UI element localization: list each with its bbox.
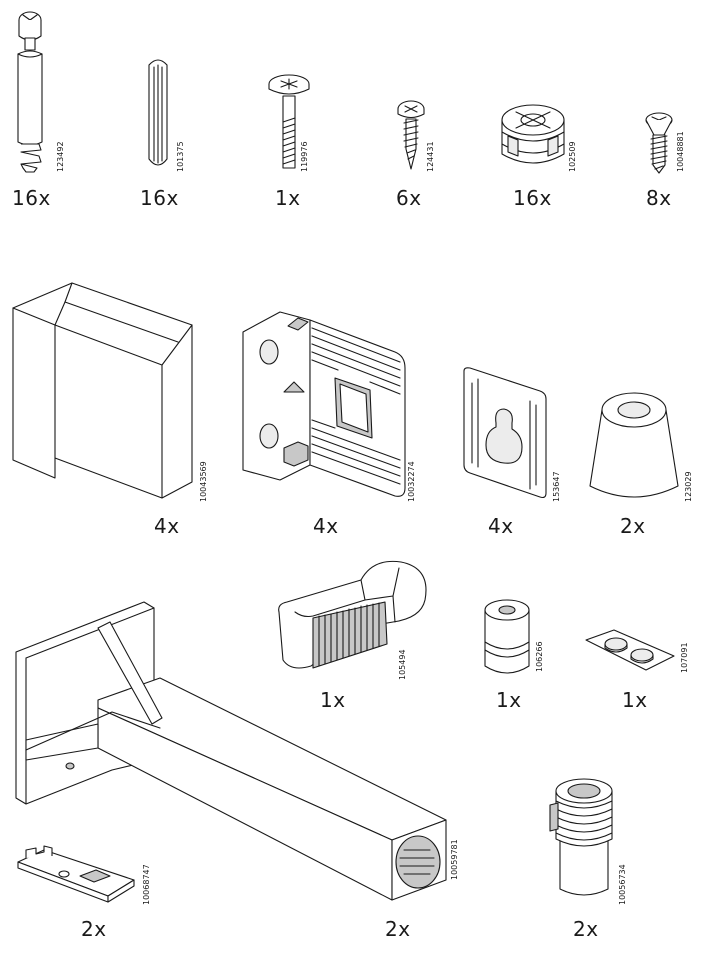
short-screw-icon — [643, 111, 675, 177]
part-quantity: 4x — [313, 514, 339, 538]
part-code: 153647 — [552, 471, 561, 502]
part-quantity: 2x — [573, 917, 599, 941]
part-code: 10059781 — [450, 839, 459, 880]
part-quantity: 4x — [488, 514, 514, 538]
part-quantity: 4x — [154, 514, 180, 538]
part-code: 10056734 — [618, 864, 627, 905]
part-quantity: 6x — [396, 186, 422, 210]
support-arm-icon — [12, 600, 450, 905]
part-quantity: 16x — [140, 186, 179, 210]
part-code: 123492 — [56, 141, 65, 172]
wood-screw-icon — [394, 99, 428, 171]
part-quantity: 1x — [622, 688, 648, 712]
part-quantity: 1x — [496, 688, 522, 712]
part-code: 10043569 — [199, 461, 208, 502]
threaded-insert-icon — [548, 777, 618, 907]
cam-dowel-screw-icon — [10, 10, 50, 175]
part-code: 106266 — [535, 641, 544, 672]
conical-foot-icon — [588, 390, 680, 502]
angle-plate-icon — [240, 310, 410, 500]
part-code: 10048881 — [676, 131, 685, 172]
keyhole-plate-icon — [460, 365, 550, 500]
part-code: 10032274 — [407, 461, 416, 502]
part-quantity: 1x — [320, 688, 346, 712]
cam-lock-icon — [498, 100, 568, 172]
part-code: 10068747 — [142, 864, 151, 905]
part-quantity: 2x — [620, 514, 646, 538]
bumper-pads-icon — [584, 626, 676, 674]
part-code: 107091 — [680, 642, 689, 673]
part-quantity: 16x — [513, 186, 552, 210]
bolt-icon — [264, 72, 314, 174]
barrel-nut-icon — [479, 596, 535, 682]
part-quantity: 1x — [275, 186, 301, 210]
part-code: 102509 — [568, 141, 577, 172]
corner-bracket-icon — [10, 280, 195, 505]
clip-icon — [273, 556, 435, 678]
part-quantity: 2x — [81, 917, 107, 941]
mounting-plate-icon — [14, 846, 136, 906]
part-code: 123029 — [684, 471, 693, 502]
part-quantity: 2x — [385, 917, 411, 941]
part-quantity: 8x — [646, 186, 672, 210]
wooden-dowel-icon — [143, 55, 173, 173]
part-code: 124431 — [426, 141, 435, 172]
part-code: 119976 — [300, 141, 309, 172]
part-code: 101375 — [176, 141, 185, 172]
part-quantity: 16x — [12, 186, 51, 210]
